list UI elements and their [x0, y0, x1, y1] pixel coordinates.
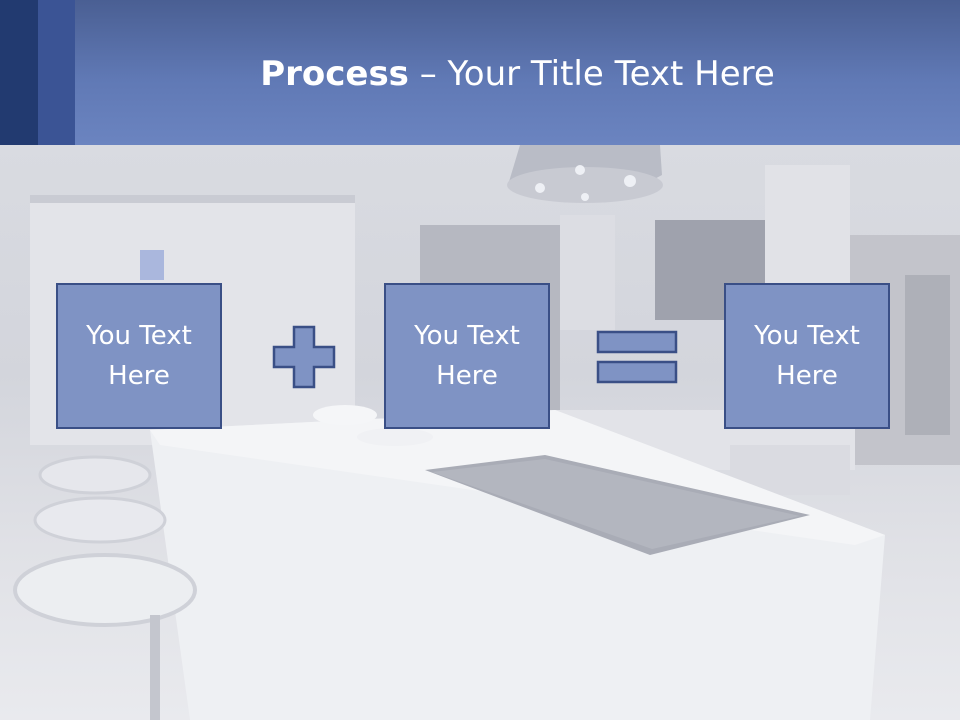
header-accent-band-dark — [0, 0, 38, 145]
equals-icon — [596, 330, 678, 384]
process-box-3[interactable]: You Text Here — [724, 283, 890, 429]
process-box-2-text: You Text Here — [414, 321, 520, 391]
process-box-1[interactable]: You Text Here — [56, 283, 222, 429]
plus-icon — [272, 325, 336, 389]
process-box-3-text: You Text Here — [754, 321, 860, 391]
process-box-1-text: You Text Here — [86, 321, 192, 391]
slide-title[interactable]: Process – Your Title Text Here — [75, 52, 960, 96]
kitchen-illustration — [13, 145, 960, 720]
slide-title-bold: Process — [260, 54, 409, 94]
process-box-2[interactable]: You Text Here — [384, 283, 550, 429]
header-accent-band-mid — [38, 0, 75, 145]
slide-title-rest: – Your Title Text Here — [408, 54, 775, 94]
background-kitchen-image — [0, 145, 960, 720]
title-bar: Process – Your Title Text Here — [0, 0, 960, 145]
